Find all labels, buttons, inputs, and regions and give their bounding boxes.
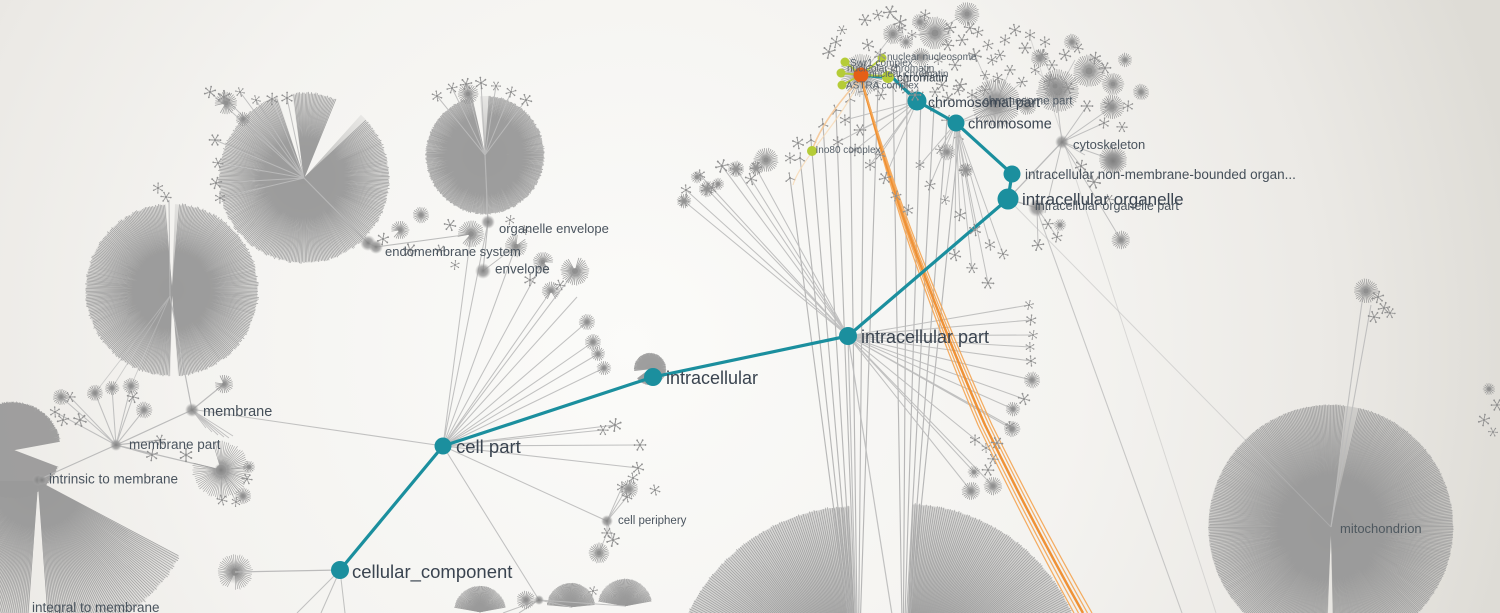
svg-text:nuclear nucleosome: nuclear nucleosome	[887, 52, 977, 63]
svg-text:membrane: membrane	[203, 404, 272, 420]
svg-text:membrane part: membrane part	[129, 437, 221, 452]
svg-text:chromatin: chromatin	[897, 73, 948, 85]
svg-text:envelope: envelope	[495, 262, 550, 277]
svg-text:nuclear chromatin: nuclear chromatin	[869, 69, 948, 80]
svg-text:cytoskeleton: cytoskeleton	[1073, 137, 1145, 152]
svg-text:cellular_component: cellular_component	[352, 561, 512, 583]
svg-text:Ino80 complex: Ino80 complex	[816, 145, 881, 156]
svg-text:intracellular: intracellular	[666, 368, 758, 388]
svg-text:intracellular non-membrane-bou: intracellular non-membrane-bounded organ…	[1025, 167, 1296, 182]
svg-text:endomembrane system: endomembrane system	[385, 244, 521, 259]
svg-text:ASTRA complex: ASTRA complex	[846, 81, 919, 92]
svg-text:intrinsic to membrane: intrinsic to membrane	[49, 472, 178, 487]
svg-text:intracellular organelle part: intracellular organelle part	[1035, 199, 1179, 213]
svg-text:nucleolar chromatin: nucleolar chromatin	[847, 64, 934, 75]
svg-text:chromosome: chromosome	[968, 117, 1052, 133]
svg-text:cell periphery: cell periphery	[618, 515, 687, 527]
svg-text:Swr1 complex: Swr1 complex	[850, 58, 913, 69]
svg-text:intracellular organelle: intracellular organelle	[1022, 190, 1184, 209]
svg-text:mitochondrion: mitochondrion	[1340, 521, 1422, 536]
svg-text:cell part: cell part	[456, 436, 521, 457]
svg-text:chromosomal part: chromosomal part	[928, 94, 1040, 110]
svg-text:intracellular part: intracellular part	[861, 327, 989, 347]
svg-text:organelle envelope: organelle envelope	[499, 221, 609, 236]
svg-text:chromosome part: chromosome part	[983, 96, 1073, 108]
svg-text:integral to membrane: integral to membrane	[32, 600, 160, 613]
